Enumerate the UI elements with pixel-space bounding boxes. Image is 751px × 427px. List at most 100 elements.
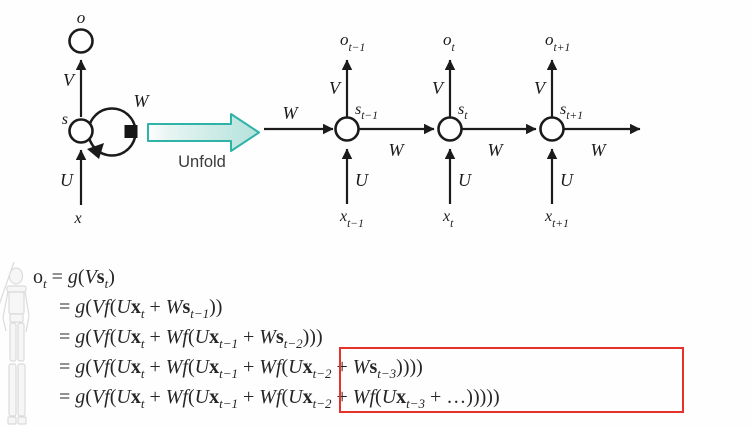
- equation-line-4: = g(Vf(Uxt + Wf(Uxt−1 + Wf(Uxt−2 + Wst−3…: [33, 352, 500, 382]
- equation-token: t−1: [190, 306, 210, 321]
- output-label: ot+1: [545, 30, 570, 54]
- output-label: o: [77, 8, 86, 27]
- watermark-sketch: [0, 261, 30, 425]
- equation-token: U: [381, 386, 397, 408]
- output-label: ot−1: [340, 30, 365, 54]
- equation-token: Vf: [91, 356, 110, 378]
- state-node: [68, 118, 94, 144]
- equation-token: Vf: [91, 296, 110, 318]
- equation-token: U: [194, 386, 210, 408]
- v-weight-label: V: [534, 78, 547, 98]
- equation-token: Wf: [165, 356, 188, 378]
- equation-token: +: [144, 386, 166, 408]
- w-in-label: W: [283, 103, 300, 123]
- robot-sketch-icon: [0, 261, 30, 425]
- equation-token: +: [238, 356, 260, 378]
- equation-token: x: [130, 296, 141, 318]
- output-node: [68, 28, 94, 54]
- equation-token: +: [238, 326, 260, 348]
- v-weight-label: V: [329, 78, 342, 98]
- equation-token: g: [67, 266, 78, 288]
- unfolded-unit-t-1: ot−1 V st−1 U xt−1: [329, 30, 378, 230]
- equation-token: (: [375, 386, 382, 408]
- equation-token: (: [85, 296, 92, 318]
- equation-token: t−2: [283, 336, 303, 351]
- equation-token: x: [396, 386, 407, 408]
- equation-token: +: [144, 326, 166, 348]
- equation-token: t−1: [219, 396, 238, 411]
- equation-token: t−3: [406, 396, 426, 411]
- unfolded-unit-t+1: ot+1 V st+1 U xt+1: [534, 30, 583, 230]
- equation-block: ot = g(Vst) = g(Vf(Uxt + Wst−1)) = g(Vf(…: [33, 262, 500, 412]
- equation-token: U: [116, 356, 131, 378]
- equation-token: x: [130, 356, 141, 378]
- equation-token: V: [84, 266, 97, 288]
- u-weight-label: U: [560, 170, 574, 190]
- equation-token: =: [59, 326, 76, 348]
- w-weight-label: W: [591, 140, 608, 160]
- equation-token: U: [194, 326, 210, 348]
- equation-token: Wf: [259, 356, 282, 378]
- equation-token: (: [281, 356, 289, 378]
- equation-token: x: [302, 356, 313, 378]
- equation-token: t−1: [219, 336, 238, 351]
- equation-token: t: [140, 306, 145, 321]
- equation-token: t: [140, 396, 145, 411]
- equation-token: g: [75, 296, 86, 318]
- unfold-label: Unfold: [178, 153, 226, 171]
- equation-token: +: [238, 386, 260, 408]
- equation-token: +: [331, 356, 353, 378]
- equation-token: Vf: [91, 326, 110, 348]
- equation-token: t−2: [312, 366, 332, 381]
- equation-token: s: [96, 266, 105, 288]
- equation-token: +: [331, 386, 353, 408]
- equation-token: U: [288, 386, 303, 408]
- equation-token: U: [288, 356, 303, 378]
- equation-token: (: [281, 386, 289, 408]
- equation-token: (: [77, 266, 85, 288]
- equation-token: ))): [302, 326, 323, 348]
- equation-token: s: [182, 296, 191, 318]
- v-weight-label: V: [432, 78, 445, 98]
- equation-token: +: [144, 296, 166, 318]
- incoming-state-arrow: W: [264, 103, 334, 135]
- state-node: [334, 116, 360, 142]
- equation-token: x: [130, 386, 141, 408]
- u-weight-label: U: [60, 170, 74, 190]
- equation-token: t: [140, 366, 145, 381]
- equation-token: (: [187, 326, 195, 348]
- equation-token: o: [33, 266, 43, 288]
- equation-token: Wf: [352, 386, 376, 408]
- rnn-diagram: o V s W U x Unfold W ot−1: [60, 8, 641, 230]
- equation-line-3: = g(Vf(Uxt + Wf(Uxt−1 + Wst−2))): [33, 322, 500, 352]
- equation-token: U: [116, 296, 131, 318]
- w-weight-label: W: [134, 91, 151, 111]
- equation-token: x: [130, 326, 141, 348]
- u-weight-label: U: [355, 170, 369, 190]
- equation-token: =: [59, 356, 76, 378]
- equation-token: g: [75, 326, 86, 348]
- unfolded-unit-t: ot V st U xt: [432, 30, 472, 230]
- equation-token: )): [209, 296, 223, 318]
- equation-token: g: [75, 386, 86, 408]
- equation-token: t: [104, 276, 109, 291]
- state-transition-arrow-2: W: [462, 123, 537, 160]
- equation-token: U: [194, 356, 210, 378]
- equation-token: (: [85, 386, 92, 408]
- equation-token: g: [75, 356, 86, 378]
- equation-token: t−2: [312, 396, 332, 411]
- delay-square-icon: [124, 125, 138, 138]
- equation-token: )))): [396, 356, 423, 378]
- equation-token: t−3: [377, 366, 397, 381]
- equation-token: Wf: [259, 386, 282, 408]
- w-weight-label: W: [389, 140, 406, 160]
- equation-token: s: [275, 326, 284, 348]
- u-weight-label: U: [458, 170, 472, 190]
- equation-token: (: [187, 356, 195, 378]
- loop-arrowhead-icon: [87, 143, 104, 159]
- equation-token: (: [85, 326, 92, 348]
- equation-token: (: [109, 296, 117, 318]
- equation-token: (: [85, 356, 92, 378]
- equation-token: x: [302, 386, 313, 408]
